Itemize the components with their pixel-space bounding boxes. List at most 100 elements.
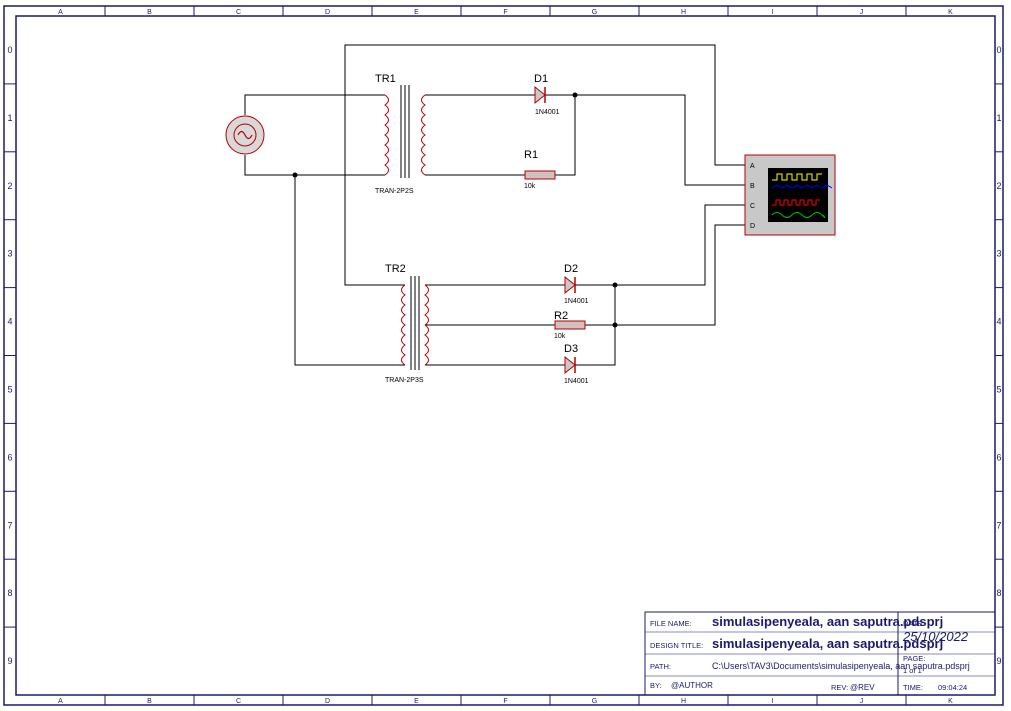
- column-marker: A: [58, 698, 63, 705]
- scope-pin-b: B: [750, 183, 755, 190]
- resistor-r2[interactable]: [554, 320, 586, 330]
- tr1-ref: TR1: [375, 73, 396, 85]
- wire: [585, 224, 745, 326]
- wire: [294, 175, 405, 366]
- inner-frame: [15, 15, 996, 696]
- junction-dot: [292, 172, 298, 178]
- row-marker: 4: [7, 317, 12, 327]
- tr1-value: TRAN-2P2S: [375, 188, 414, 195]
- row-marker: 3: [7, 249, 12, 259]
- wire: [244, 155, 385, 176]
- scope-pin-d: D: [750, 223, 755, 230]
- date-label: DATE:: [903, 619, 925, 628]
- row-marker: 7: [7, 520, 12, 530]
- row-marker: 8: [7, 588, 12, 598]
- wire: [575, 204, 745, 286]
- d1-ref: D1: [534, 73, 548, 85]
- tr2-ref: TR2: [385, 263, 406, 275]
- column-marker: F: [503, 9, 507, 16]
- d3-ref: D3: [564, 343, 578, 355]
- d3-value: 1N4001: [564, 378, 589, 385]
- oscilloscope[interactable]: A B C D: [744, 154, 836, 236]
- column-marker: H: [681, 698, 686, 705]
- scope-pin-a: A: [750, 163, 755, 170]
- resistor-r1[interactable]: [524, 170, 556, 180]
- d2-value: 1N4001: [564, 298, 589, 305]
- row-marker: 9: [996, 656, 1001, 666]
- diode-d2[interactable]: [564, 275, 576, 295]
- row-marker: 5: [7, 384, 12, 394]
- scope-trace-d: [771, 212, 826, 218]
- column-marker: E: [414, 9, 419, 16]
- column-marker: K: [948, 698, 953, 705]
- scope-trace-a: [772, 173, 822, 181]
- time-value: 09:04:24: [938, 683, 967, 692]
- scope-trace-c: [772, 199, 820, 206]
- file-name-value: simulasipenyeala, aan saputra.pdsprj: [712, 614, 943, 629]
- row-marker: 7: [996, 520, 1001, 530]
- outer-frame: [3, 5, 1004, 706]
- row-marker: 4: [996, 317, 1001, 327]
- row-marker: 2: [996, 181, 1001, 191]
- rev-label: REV:: [831, 683, 848, 692]
- column-marker: B: [147, 698, 152, 705]
- wire: [575, 285, 616, 366]
- column-marker: F: [503, 698, 507, 705]
- column-marker: C: [236, 9, 241, 16]
- date-value: 25/10/2022: [902, 629, 969, 644]
- diode-d3[interactable]: [564, 355, 576, 375]
- transformer-tr1[interactable]: [384, 85, 426, 178]
- by-label: BY:: [650, 681, 662, 690]
- column-marker: H: [681, 9, 686, 16]
- column-marker: I: [772, 698, 774, 705]
- row-marker: 1: [996, 113, 1001, 123]
- d1-value: 1N4001: [535, 109, 560, 116]
- junction-dot: [612, 322, 618, 328]
- row-marker: 0: [7, 45, 12, 55]
- r2-value: 10k: [554, 333, 566, 340]
- tr2-value: TRAN-2P3S: [385, 377, 424, 384]
- transformer-tr2[interactable]: [401, 276, 429, 370]
- wires: [244, 44, 745, 366]
- row-marker: 6: [996, 452, 1001, 462]
- rev-value: @REV: [850, 683, 875, 692]
- wire: [545, 94, 745, 186]
- column-marker: I: [772, 9, 774, 16]
- diode-d1[interactable]: [534, 85, 546, 105]
- sine-icon: [237, 130, 253, 140]
- path-label: PATH:: [650, 662, 671, 671]
- scope-trace-b: [771, 184, 833, 189]
- page-label: PAGE:: [903, 654, 925, 663]
- title-block: FILE NAME: simulasipenyeala, aan saputra…: [644, 611, 996, 696]
- r1-value: 10k: [524, 183, 536, 190]
- column-marker: B: [147, 9, 152, 16]
- junction-dot: [572, 92, 578, 98]
- row-marker: 0: [996, 45, 1001, 55]
- d2-ref: D2: [564, 263, 578, 275]
- ac-source[interactable]: [225, 115, 265, 155]
- file-name-label: FILE NAME:: [650, 619, 692, 628]
- row-marker: 6: [7, 452, 12, 462]
- column-marker: G: [592, 9, 597, 16]
- column-marker: D: [325, 698, 330, 705]
- design-title-value: simulasipenyeala, aan saputra.pdsprj: [712, 636, 943, 651]
- r1-ref: R1: [524, 149, 538, 161]
- by-value: @AUTHOR: [671, 681, 713, 690]
- row-marker: 8: [996, 588, 1001, 598]
- row-marker: 2: [7, 181, 12, 191]
- wire: [244, 94, 385, 115]
- time-label: TIME:: [903, 683, 923, 692]
- r2-ref: R2: [554, 310, 568, 322]
- wire: [344, 44, 745, 286]
- row-marker: 5: [996, 384, 1001, 394]
- row-marker: 1: [7, 113, 12, 123]
- page-value: 1 of 1: [903, 666, 922, 675]
- junction-dot: [612, 282, 618, 288]
- path-value: C:\Users\TAV3\Documents\simulasipenyeala…: [712, 661, 970, 671]
- column-marker: D: [325, 9, 330, 16]
- wire: [555, 95, 576, 176]
- scope-pin-c: C: [750, 203, 755, 210]
- column-marker: J: [860, 698, 864, 705]
